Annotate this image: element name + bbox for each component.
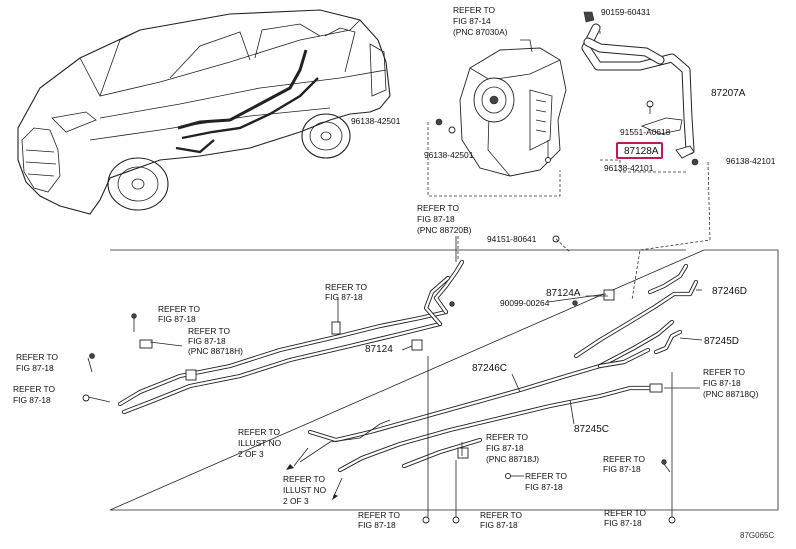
highlight-box	[616, 142, 663, 159]
svg-text:FIG 87-18: FIG 87-18	[417, 214, 455, 224]
label-87128A[interactable]: 87128A	[624, 146, 659, 157]
ac-unit-assembly	[459, 39, 567, 177]
label-90099-00264: 90099-00264	[500, 298, 550, 308]
label-96138-42101-b: 96138-42101	[726, 156, 776, 166]
ref-center-2: REFER TO FIG 87-18	[525, 471, 568, 492]
svg-text:REFER TO: REFER TO	[604, 508, 647, 518]
ref-left-2: REFER TO FIG 87-18 (PNC 88718H)	[188, 326, 243, 356]
label-94151-80641: 94151-80641	[487, 234, 537, 244]
svg-text:REFER TO: REFER TO	[417, 203, 460, 213]
svg-text:ILLUST NO: ILLUST NO	[283, 485, 327, 495]
ref-right-1: REFER TO FIG 87-18 (PNC 88718Q)	[703, 367, 759, 399]
ref-mid-1: REFER TO FIG 87-18	[325, 282, 368, 302]
svg-text:REFER TO: REFER TO	[325, 282, 368, 292]
svg-text:FIG 87-18: FIG 87-18	[486, 443, 524, 453]
svg-text:(PNC 88718J): (PNC 88718J)	[486, 454, 539, 464]
svg-text:FIG 87-18: FIG 87-18	[325, 292, 363, 302]
ref-top-1: REFER TO FIG 87-14 (PNC 87030A)	[453, 5, 508, 37]
svg-text:(PNC 88720B): (PNC 88720B)	[417, 225, 472, 235]
pipes	[117, 259, 699, 473]
svg-text:REFER TO: REFER TO	[158, 304, 201, 314]
svg-text:REFER TO: REFER TO	[13, 384, 56, 394]
bolts	[82, 301, 676, 524]
ref-far-left-1: REFER TO FIG 87-18	[16, 352, 59, 373]
svg-text:REFER TO: REFER TO	[283, 474, 326, 484]
svg-text:FIG 87-18: FIG 87-18	[525, 482, 563, 492]
svg-text:REFER TO: REFER TO	[703, 367, 746, 377]
label-96138-42501-b: 96138-42501	[424, 150, 474, 160]
svg-text:ILLUST NO: ILLUST NO	[238, 438, 282, 448]
main-frame	[109, 249, 779, 511]
label-87245D: 87245D	[704, 336, 739, 347]
ref-bottom-1: REFER TO FIG 87-18	[358, 510, 401, 530]
vehicle-illustration	[17, 9, 391, 215]
label-87246C: 87246C	[472, 363, 507, 374]
ref-center-1: REFER TO FIG 87-18 (PNC 88718J)	[486, 432, 539, 464]
svg-text:REFER TO: REFER TO	[480, 510, 523, 520]
ref-bottom-2: REFER TO FIG 87-18	[480, 510, 523, 530]
label-87245C: 87245C	[574, 424, 609, 435]
clamps	[139, 289, 663, 459]
ref-right-2: REFER TO FIG 87-18	[603, 454, 646, 474]
ref-bottom-3: REFER TO FIG 87-18	[604, 508, 647, 528]
leader-lines-lower	[83, 236, 703, 520]
svg-text:REFER TO: REFER TO	[358, 510, 401, 520]
svg-text:FIG 87-18: FIG 87-18	[158, 314, 196, 324]
svg-text:REFER TO: REFER TO	[453, 5, 496, 15]
svg-text:FIG 87-18: FIG 87-18	[603, 464, 641, 474]
svg-text:REFER TO: REFER TO	[238, 427, 281, 437]
svg-text:FIG 87-18: FIG 87-18	[358, 520, 396, 530]
label-96138-42101-a: 96138-42101	[604, 163, 654, 173]
ref-illust-2: REFER TO ILLUST NO 2 OF 3	[283, 474, 327, 506]
svg-text:FIG 87-18: FIG 87-18	[480, 520, 518, 530]
label-90159-60431: 90159-60431	[601, 7, 651, 17]
svg-text:2 OF 3: 2 OF 3	[238, 449, 264, 459]
leader-lines-top	[427, 26, 711, 301]
refer-labels: REFER TO FIG 87-14 (PNC 87030A) REFER TO…	[13, 5, 759, 530]
ref-left-1: REFER TO FIG 87-18	[158, 304, 201, 324]
label-96138-42501-a: 96138-42501	[351, 116, 401, 126]
label-87207A: 87207A	[711, 88, 746, 99]
ref-top-2: REFER TO FIG 87-18 (PNC 88720B)	[417, 203, 472, 235]
label-91551-A0618: 91551-A0618	[620, 127, 671, 137]
diagram-code: 87G065C	[740, 531, 774, 540]
label-87124: 87124	[365, 344, 393, 355]
svg-text:FIG 87-18: FIG 87-18	[16, 363, 54, 373]
ref-far-left-2: REFER TO FIG 87-18	[13, 384, 56, 405]
svg-text:REFER TO: REFER TO	[525, 471, 568, 481]
svg-text:REFER TO: REFER TO	[16, 352, 59, 362]
svg-text:REFER TO: REFER TO	[603, 454, 646, 464]
svg-text:FIG 87-14: FIG 87-14	[453, 16, 491, 26]
svg-text:FIG 87-18: FIG 87-18	[13, 395, 51, 405]
hose-87207A	[581, 23, 695, 155]
svg-text:(PNC 87030A): (PNC 87030A)	[453, 27, 508, 37]
svg-text:(PNC 88718H): (PNC 88718H)	[188, 346, 243, 356]
label-87246D: 87246D	[712, 286, 747, 297]
part-labels: 90159-60431 87207A 91551-A0618 87128A 96…	[351, 7, 776, 540]
ref-illust-1: REFER TO ILLUST NO 2 OF 3	[238, 427, 282, 459]
svg-text:FIG 87-18: FIG 87-18	[703, 378, 741, 388]
svg-text:FIG 87-18: FIG 87-18	[188, 336, 226, 346]
svg-text:(PNC 88718Q): (PNC 88718Q)	[703, 389, 759, 399]
svg-text:2 OF 3: 2 OF 3	[283, 496, 309, 506]
svg-text:FIG 87-18: FIG 87-18	[604, 518, 642, 528]
svg-text:REFER TO: REFER TO	[486, 432, 529, 442]
arrows	[286, 464, 338, 500]
svg-text:REFER TO: REFER TO	[188, 326, 231, 336]
label-87124A: 87124A	[546, 288, 581, 299]
